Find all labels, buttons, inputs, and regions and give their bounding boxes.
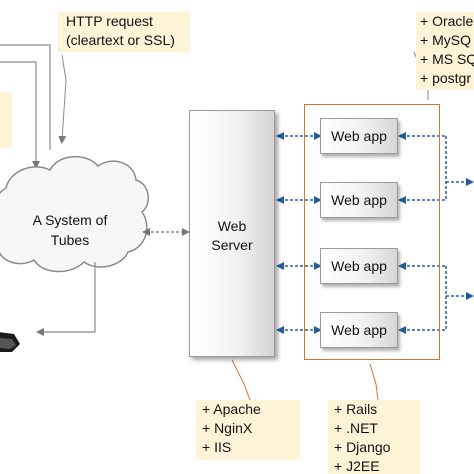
- web-app-box-2: Web app: [320, 182, 398, 218]
- server-item-1: + Apache: [202, 401, 261, 417]
- laptop-highlight: [0, 338, 16, 349]
- cloud-label: A System of Tubes: [0, 210, 140, 250]
- http-note: HTTP request (cleartext or SSL): [58, 12, 190, 52]
- framework-note: + Rails + .NET + Django + J2EE: [328, 400, 420, 474]
- cloud-client-line: [36, 262, 96, 336]
- framework-item-3: + Django: [334, 439, 391, 455]
- http-note-line2: (cleartext or SSL): [66, 32, 175, 48]
- http-note-callout: [58, 54, 67, 144]
- server-list: + Apache + NginX + IIS: [202, 400, 294, 457]
- database-item-2: + MySQ: [420, 32, 471, 48]
- incoming-line-1: [0, 44, 51, 150]
- web-app-tier-frame: [304, 104, 440, 360]
- framework-list: + Rails + .NET + Django + J2EE: [334, 400, 414, 474]
- server-note: + Apache + NginX + IIS: [196, 400, 300, 460]
- web-server-box: Web Server: [189, 110, 275, 357]
- database-item-1: + Oracle: [420, 13, 474, 29]
- web-server-label: Web Server: [190, 217, 274, 255]
- web-app-box-3: Web app: [320, 248, 398, 284]
- database-list: + Oracle + MySQ + MS SQ + postgr: [420, 12, 474, 88]
- database-item-3: + MS SQ: [420, 51, 474, 67]
- database-note: + Oracle + MySQ + MS SQ + postgr: [416, 12, 474, 90]
- server-item-2: + NginX: [202, 420, 253, 436]
- server-item-3: + IIS: [202, 439, 232, 455]
- framework-item-2: + .NET: [334, 420, 378, 436]
- framework-item-1: + Rails: [334, 401, 378, 417]
- cloud-label-line2: Tubes: [50, 232, 90, 248]
- database-item-4: + postgr: [420, 70, 471, 86]
- framework-note-callout: [369, 363, 379, 401]
- http-note-line1: HTTP request: [66, 13, 153, 29]
- web-app-box-1: Web app: [320, 118, 398, 154]
- web-server-line1: Web: [217, 218, 247, 234]
- web-server-line2: Server: [211, 237, 253, 253]
- framework-item-4: + J2EE: [334, 458, 380, 474]
- web-app-box-4: Web app: [320, 312, 398, 348]
- server-note-callout: [231, 359, 251, 401]
- cloud-label-line1: A System of: [32, 212, 108, 228]
- incoming-line-2: [0, 61, 40, 169]
- partial-note-edge: [0, 92, 12, 148]
